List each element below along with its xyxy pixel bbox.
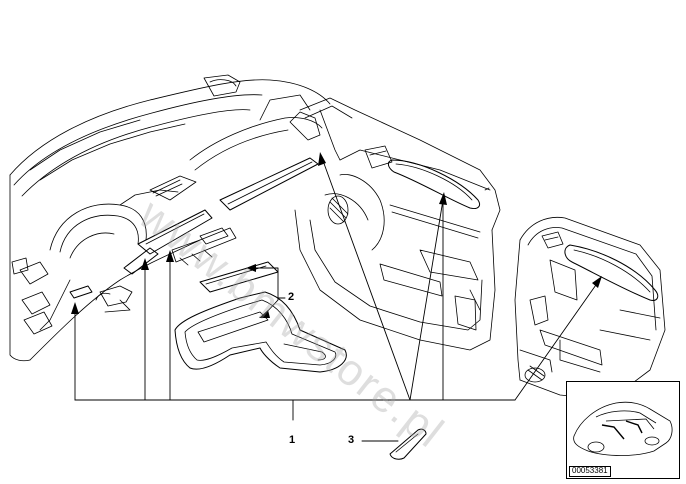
leader-lines [74, 157, 599, 442]
front-door-panel-illustration [294, 97, 501, 351]
part-3-trim-illustration [389, 428, 427, 460]
inset-frame [566, 381, 680, 479]
callout-1-label: 1 [289, 434, 296, 446]
callout-3-label: 3 [348, 434, 355, 446]
dashboard-illustration [9, 74, 331, 362]
part-number-label: 00053381 [569, 466, 611, 477]
rear-door-panel-illustration [514, 216, 666, 401]
center-console-trim-illustration [174, 261, 347, 373]
arrowheads [71, 152, 602, 318]
callout-2-label: 2 [288, 291, 295, 303]
